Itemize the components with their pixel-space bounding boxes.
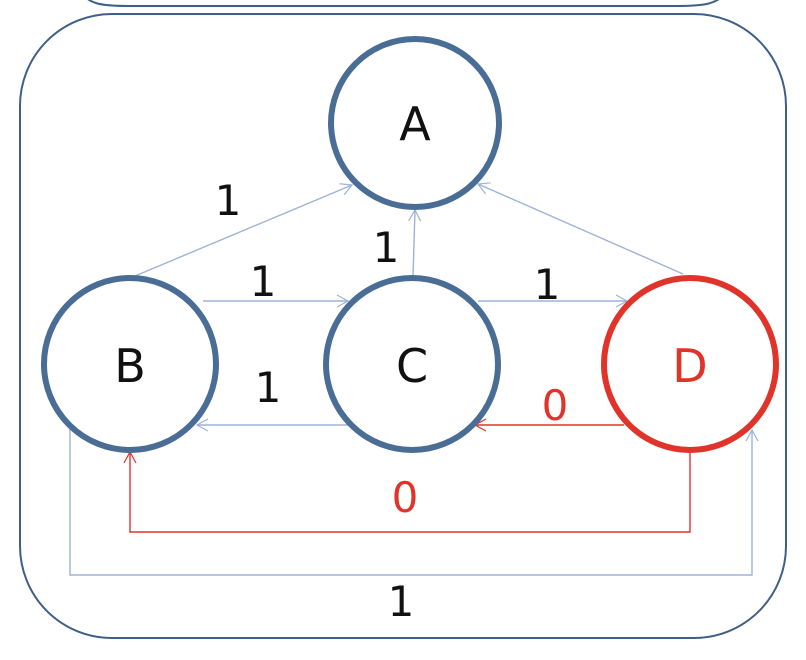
diagram-frame bbox=[19, 13, 787, 639]
edge-b-to-d bbox=[69, 428, 759, 576]
edge-d-to-b bbox=[123, 450, 691, 533]
weight-d-to-b: 0 bbox=[392, 473, 419, 522]
node-d-circle bbox=[601, 275, 779, 453]
node-b-label: B bbox=[114, 339, 146, 393]
node-c-circle bbox=[323, 275, 501, 453]
weight-b-to-d: 1 bbox=[388, 577, 415, 626]
node-a: A bbox=[328, 36, 502, 210]
edge-c-to-a bbox=[408, 208, 422, 277]
top-frame-edge bbox=[87, 0, 720, 7]
node-c: C bbox=[323, 275, 501, 453]
weight-b-to-c: 1 bbox=[250, 257, 277, 306]
edge-d-to-a bbox=[476, 182, 684, 275]
node-b-circle bbox=[41, 275, 219, 453]
node-d-label: D bbox=[672, 339, 707, 393]
node-b: B bbox=[41, 275, 219, 453]
weight-c-to-d: 1 bbox=[534, 260, 561, 309]
node-a-circle bbox=[328, 36, 502, 210]
weight-b-to-a: 1 bbox=[215, 176, 242, 225]
weight-c-to-a: 1 bbox=[373, 223, 400, 272]
node-a-label: A bbox=[399, 97, 431, 151]
node-c-label: C bbox=[396, 339, 428, 393]
weight-d-to-c: 0 bbox=[542, 381, 569, 430]
weight-c-to-b: 1 bbox=[255, 363, 282, 412]
edge-b-to-a bbox=[134, 183, 354, 277]
node-d: D bbox=[601, 275, 779, 453]
